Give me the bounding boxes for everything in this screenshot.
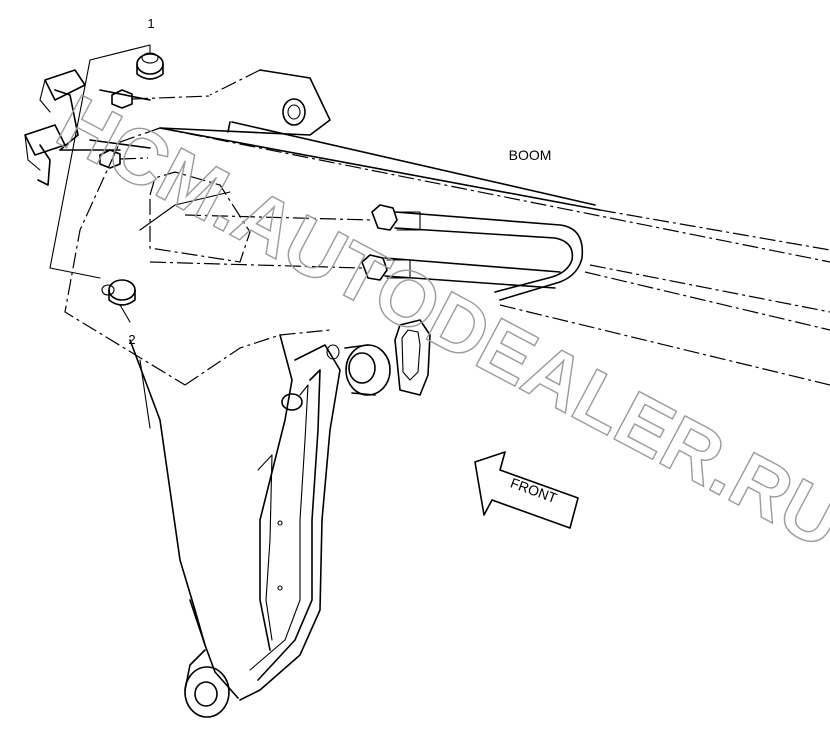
part-1-cap (136, 52, 164, 80)
boom-structure (64, 69, 830, 386)
front-label: FRONT (508, 475, 559, 507)
arm-structure (129, 334, 341, 718)
part-2-plug (101, 279, 136, 306)
callout-1-label: 1 (147, 16, 154, 31)
valve-fittings (24, 44, 251, 323)
callout-2-label: 2 (128, 332, 135, 347)
boom-pin-boss (326, 319, 431, 396)
front-direction-arrow (474, 451, 579, 529)
boom-label: BOOM (509, 147, 552, 163)
hydraulic-hoses (149, 204, 584, 301)
watermark-text: HCM.AUTODEALER.RU (44, 77, 830, 565)
watermark: HCM.AUTODEALER.RU (43, 77, 830, 566)
